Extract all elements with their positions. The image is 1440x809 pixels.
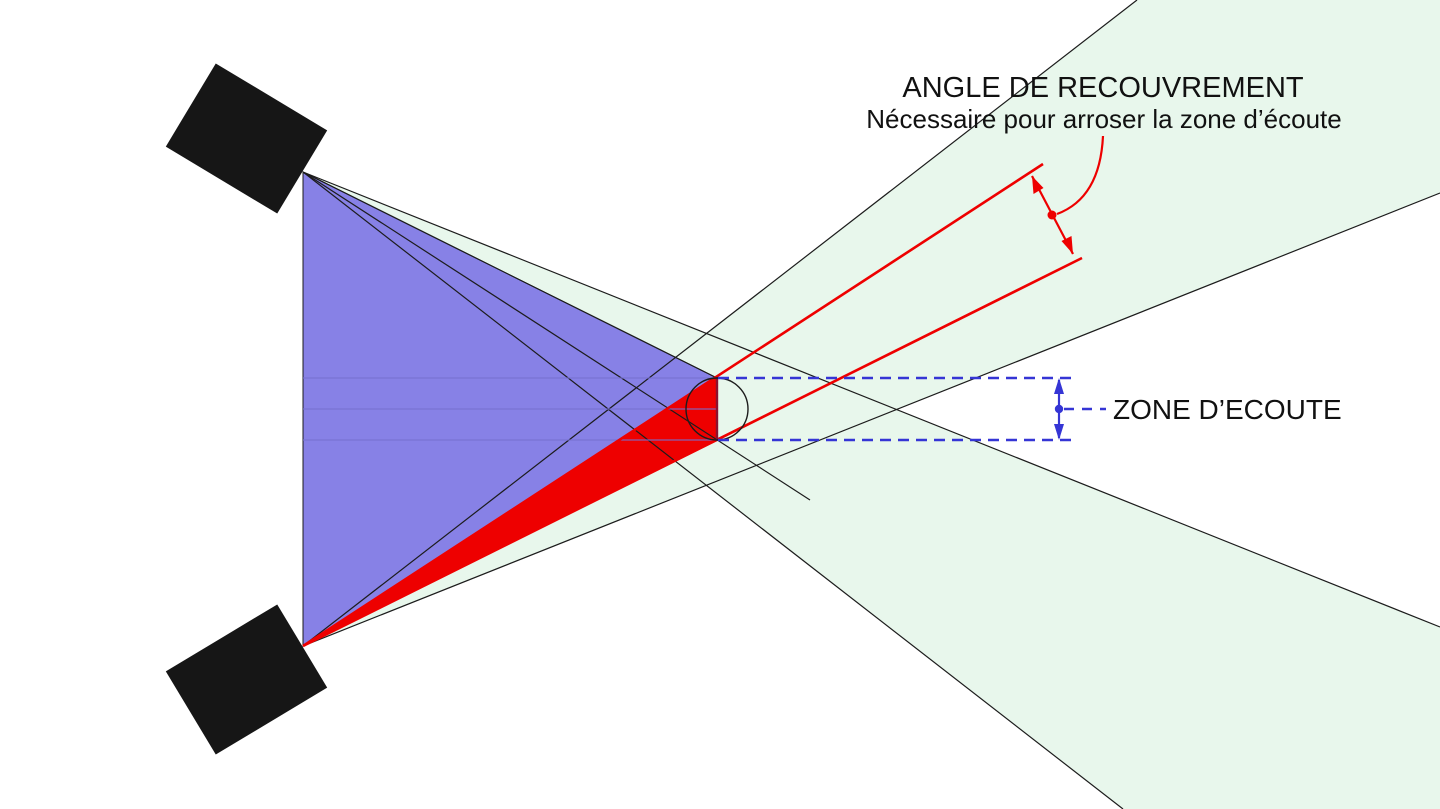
coverage-lower-red-line <box>302 256 1083 648</box>
angle-arrow-upper-head <box>1032 176 1044 194</box>
top-speaker-to-zone-bottom-line <box>302 171 811 501</box>
top-cone-outer-edge-line <box>302 171 1124 809</box>
zone-label: ZONE D’ECOUTE <box>1113 394 1342 425</box>
bottom-cone-inner-edge-line <box>302 192 1440 647</box>
coverage-angle-annotation <box>1031 135 1105 255</box>
top-cone-inner-edge-line <box>302 171 1440 628</box>
angle-subtitle: Nécessaire pour arroser la zone d’écoute <box>866 104 1341 134</box>
zone-width-arrow-up-head <box>1054 378 1064 394</box>
bottom-speaker <box>165 604 328 755</box>
construction-lines <box>302 0 1440 809</box>
angle-dot <box>1047 210 1057 220</box>
top-speaker <box>165 63 328 214</box>
coverage-angle-lines <box>302 162 1083 648</box>
coverage-upper-red-line <box>302 162 1044 648</box>
angle-title: ANGLE DE RECOUVREMENT <box>902 72 1304 104</box>
zone-width-arrow-dot <box>1054 404 1064 414</box>
zone-width-arrow <box>1054 378 1064 440</box>
angle-arrow-lower-head <box>1061 236 1073 254</box>
angle-leader-arc <box>1056 135 1105 216</box>
zone-width-arrow-down-head <box>1054 424 1064 440</box>
listener-head-circle <box>685 377 749 441</box>
zone-guide-lines <box>303 377 716 441</box>
zone-dashed-lines <box>718 376 1106 442</box>
bottom-cone-outer-edge-line <box>302 0 1138 647</box>
top-speaker-to-zone-top-line <box>302 171 718 379</box>
